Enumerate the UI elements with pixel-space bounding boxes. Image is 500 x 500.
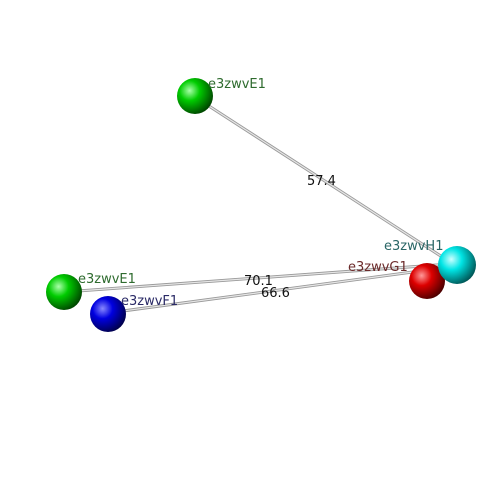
atom-sphere-top[interactable] bbox=[177, 78, 213, 114]
atom-sphere-red[interactable] bbox=[409, 263, 445, 299]
distance-label-left-cyan: 70.1 bbox=[244, 274, 273, 289]
atom-sphere-cyan[interactable] bbox=[438, 246, 476, 284]
atom-label-top: e3zwvE1 bbox=[208, 77, 266, 92]
atom-label-cyan: e3zwvH1 bbox=[384, 239, 443, 254]
distance-label-top-cyan: 57.4 bbox=[307, 174, 336, 189]
atom-label-left: e3zwvE1 bbox=[78, 272, 136, 287]
distance-line-blue-cyan bbox=[106, 265, 452, 315]
atoms bbox=[46, 78, 476, 332]
distance-line-top-cyan bbox=[193, 95, 452, 264]
atom-sphere-left[interactable] bbox=[46, 274, 82, 310]
atom-sphere-blue[interactable] bbox=[90, 296, 126, 332]
distance-label-blue-cyan: 66.6 bbox=[261, 286, 290, 301]
atom-label-red: e3zwvG1 bbox=[348, 260, 408, 275]
atom-label-blue: e3zwvF1 bbox=[121, 294, 178, 309]
distance-line-left-cyan bbox=[62, 262, 452, 294]
distance-lines bbox=[62, 95, 452, 315]
